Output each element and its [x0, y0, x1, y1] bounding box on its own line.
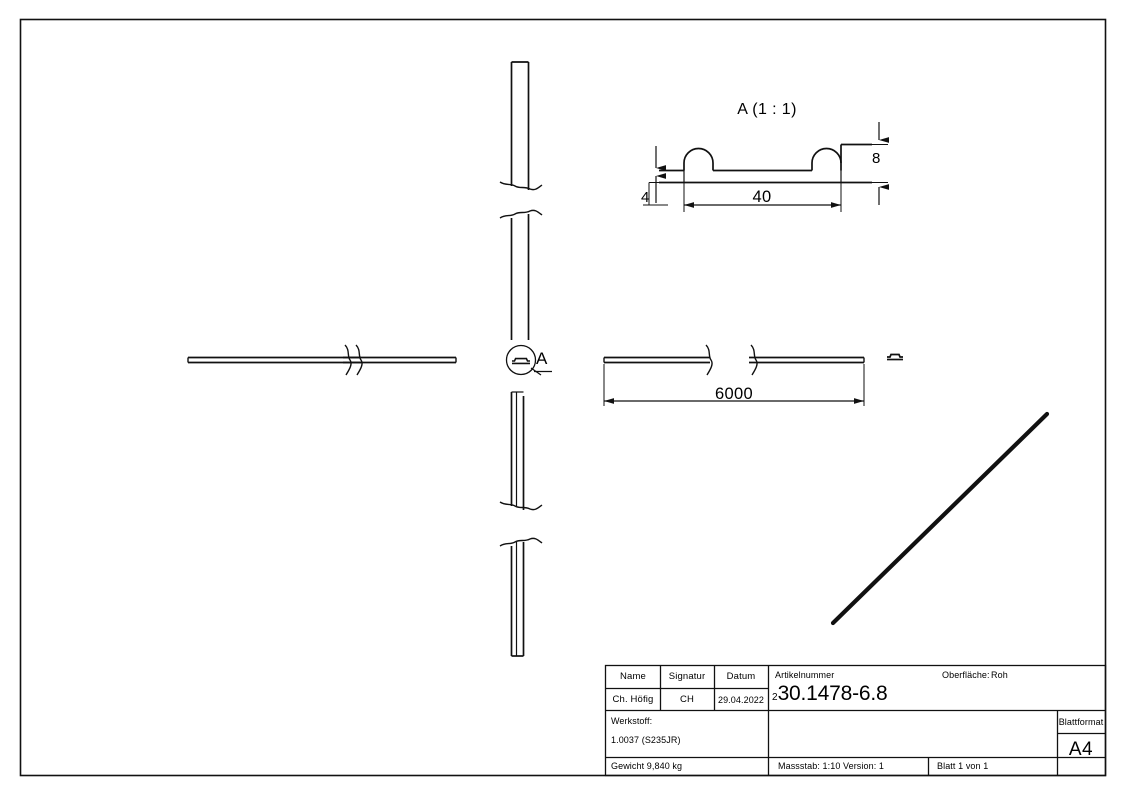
center-view-third	[499, 391, 543, 511]
left-elevation-view	[187, 344, 457, 376]
detail-callout-circle	[505, 344, 552, 376]
main-view-bar	[603, 344, 865, 376]
article-label: Artikelnummer	[775, 670, 835, 680]
dim-label-40: 40	[752, 188, 772, 206]
surface-value: Roh	[991, 670, 1008, 680]
sheet-count-value: Blatt 1 von 1	[937, 761, 989, 771]
title-block-signature-header: Signatur	[668, 671, 706, 682]
material-value: 1.0037 (S235JR)	[611, 735, 681, 745]
title-block-name-header: Name	[620, 671, 646, 682]
dim-8-line	[855, 122, 889, 205]
detail-view-title: A (1 : 1)	[737, 101, 797, 118]
isometric-bar	[830, 411, 1050, 626]
dim-label-4: 4	[641, 189, 650, 206]
sheet-format-value: A4	[1068, 739, 1094, 760]
center-view-second	[499, 209, 543, 340]
profile-end-view	[887, 353, 903, 361]
dim-label-8: 8	[872, 150, 881, 167]
dim-label-6000: 6000	[715, 385, 753, 403]
detail-profile-a	[659, 143, 872, 184]
article-prefix: 2	[772, 692, 778, 703]
title-block-name-value: Ch. Höfig	[612, 694, 654, 705]
detail-callout-letter: A	[536, 349, 548, 368]
dim-6000	[603, 364, 865, 406]
center-view-top	[499, 61, 543, 191]
material-label: Werkstoff:	[611, 716, 653, 726]
center-view-bottom	[499, 537, 543, 657]
weight-value: Gewicht 9,840 kg	[611, 761, 683, 771]
sheet-border	[19, 18, 1107, 777]
version-value: Version: 1	[843, 761, 885, 771]
surface-label: Oberfläche:	[942, 670, 990, 680]
article-number: 30.1478-6.8	[777, 682, 888, 705]
title-block-date-header: Datum	[726, 671, 756, 682]
detail-extension-lines	[643, 178, 842, 212]
title-block-date-value: 29.04.2022	[717, 695, 765, 705]
article-number-group: 230.1478-6.8	[772, 682, 888, 705]
title-block-signature-value: CH	[679, 694, 695, 705]
scale-value: Massstab: 1:10	[778, 761, 841, 771]
sheet-format-label: Blattformat	[1058, 717, 1104, 727]
title-block-grid	[604, 664, 1107, 777]
